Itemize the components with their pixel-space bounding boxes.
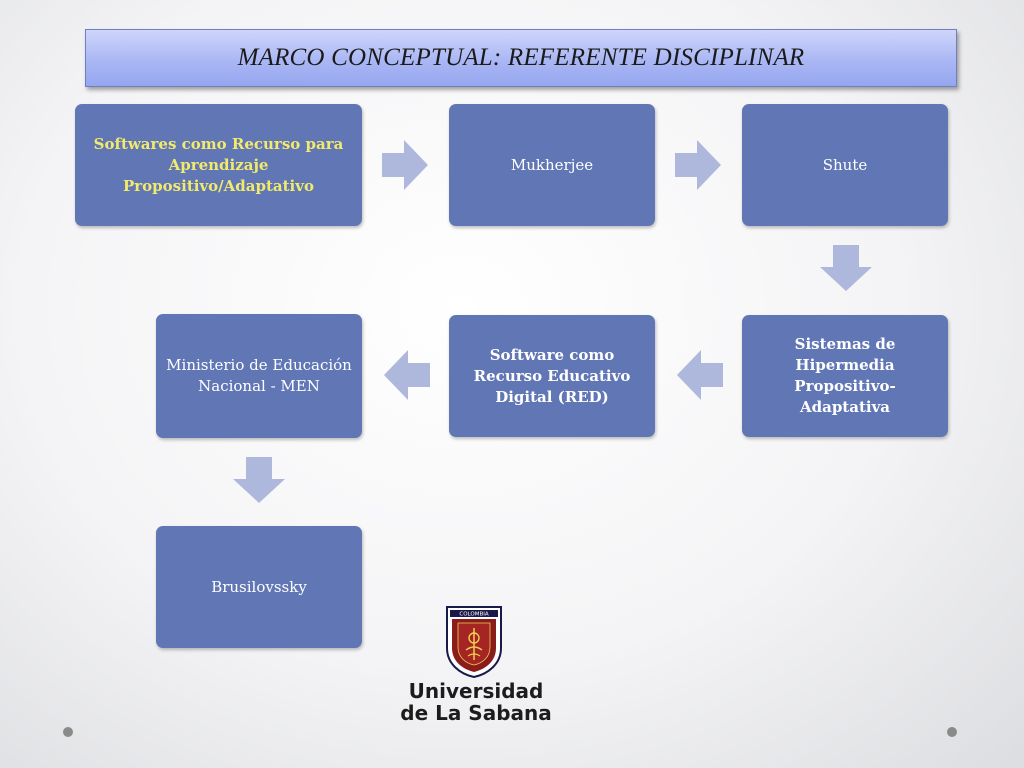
university-seal-icon: COLOMBIA (446, 606, 502, 678)
arrow-down-icon (233, 457, 285, 503)
seal-top-text: COLOMBIA (459, 612, 489, 618)
slide-title: MARCO CONCEPTUAL: REFERENTE DISCIPLINAR (237, 44, 805, 71)
arrow-left-icon (384, 350, 430, 400)
arrow-right-icon (382, 140, 428, 190)
logo-line-1: Universidad (408, 679, 544, 703)
logo-line-2: de La Sabana (400, 701, 552, 725)
node-softwares: Softwares como Recurso para Aprendizaje … (75, 104, 362, 226)
node-sistemas: Sistemas de Hipermedia Propositivo-Adapt… (742, 315, 948, 437)
node-mukherjee: Mukherjee (449, 104, 655, 226)
node-brusilovssky: Brusilovssky (156, 526, 362, 648)
university-logo: COLOMBIA Universidad de La Sabana (396, 604, 556, 724)
node-shute: Shute (742, 104, 948, 226)
node-red: Software como Recurso Educativo Digital … (449, 315, 655, 437)
corner-dot-left (63, 727, 73, 737)
arrow-down-icon (820, 245, 872, 291)
arrow-left-icon (677, 350, 723, 400)
node-men: Ministerio de Educación Nacional - MEN (156, 314, 362, 438)
title-bar: MARCO CONCEPTUAL: REFERENTE DISCIPLINAR (85, 29, 957, 87)
arrow-right-icon (675, 140, 721, 190)
corner-dot-right (947, 727, 957, 737)
